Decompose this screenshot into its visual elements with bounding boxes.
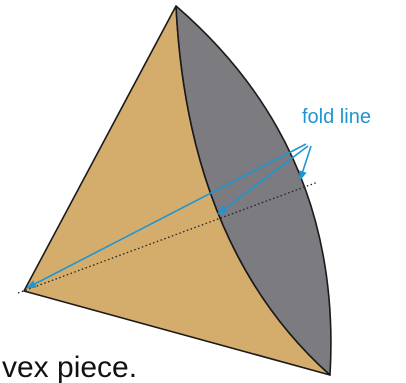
fold-line-label: fold line	[302, 106, 371, 128]
fold-line	[17, 181, 319, 294]
fold-arrow-left	[26, 143, 307, 289]
fold-arrow-middle	[217, 145, 309, 215]
fold-arrow-right	[298, 145, 312, 181]
curved-face	[175, 5, 332, 376]
caption-fragment: vex piece.	[2, 351, 137, 383]
